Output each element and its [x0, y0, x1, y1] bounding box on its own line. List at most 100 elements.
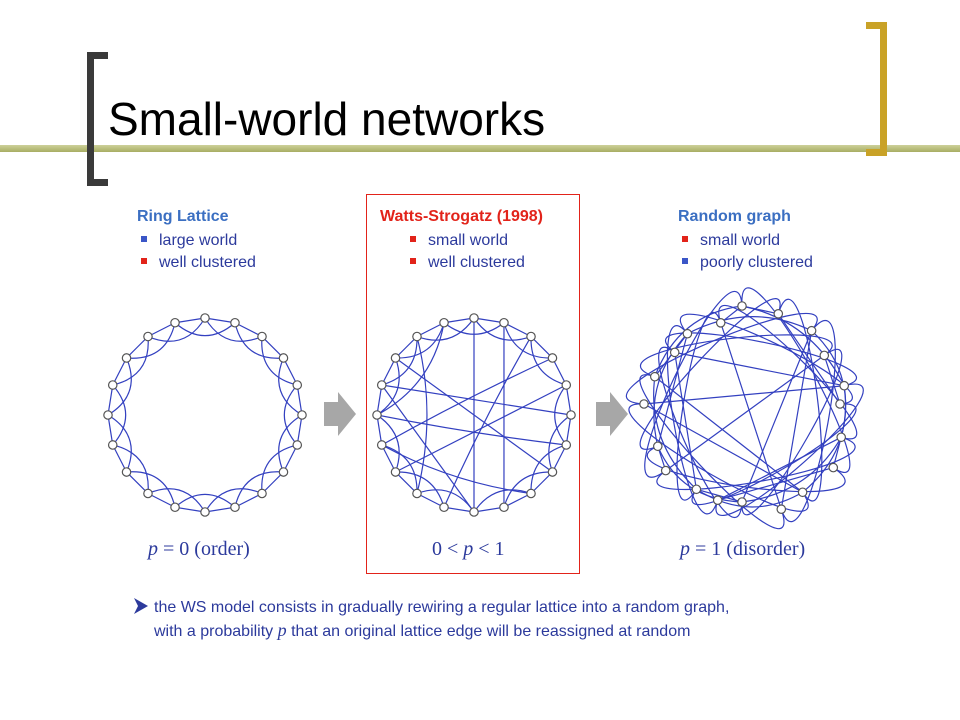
graph-node	[200, 313, 210, 323]
graph-edge	[665, 354, 825, 472]
graph-node	[499, 502, 509, 513]
graph-edge	[147, 317, 206, 342]
graph-edge	[823, 355, 841, 405]
graph-node	[278, 353, 289, 363]
graph-node	[669, 347, 680, 358]
right-bracket	[866, 22, 887, 156]
graph-node	[836, 432, 847, 443]
graph-node	[526, 488, 536, 499]
graph-node	[292, 440, 303, 450]
graph-node	[712, 495, 723, 506]
graph-edge	[679, 313, 853, 405]
graph-node	[230, 502, 240, 513]
panel-title: Random graph	[678, 208, 791, 225]
graph-edge	[715, 383, 864, 516]
graph-edge	[473, 317, 532, 341]
graph-node	[412, 331, 422, 342]
graph-edge	[654, 376, 803, 493]
graph-node	[652, 441, 663, 452]
graph-edge	[644, 290, 743, 478]
graph-edge	[625, 313, 818, 405]
caption-small-world: 0 < p < 1	[432, 538, 505, 560]
graph-node	[376, 380, 387, 390]
panel-item: large world	[141, 230, 256, 252]
highlight-frame	[366, 194, 580, 574]
transition-arrow-icon	[324, 392, 356, 436]
graph-node	[469, 507, 479, 517]
graph-edge	[174, 493, 236, 508]
graph-node	[103, 410, 113, 420]
graph-edge	[395, 384, 567, 473]
graph-edge	[381, 444, 418, 494]
graph-edge	[657, 446, 743, 503]
graph-edge	[741, 305, 845, 386]
graph-node	[526, 331, 536, 342]
panel-title: Watts-Strogatz (1998)	[380, 208, 543, 225]
description-line: with a probability p that an original la…	[154, 620, 691, 640]
graph-edge	[381, 384, 572, 416]
graph-node	[776, 504, 787, 515]
graph-edge	[691, 403, 857, 506]
graph-edge	[112, 444, 149, 494]
graph-node	[835, 399, 845, 409]
graph-edge	[395, 471, 445, 508]
graph-node	[566, 410, 576, 420]
graph-edge	[278, 357, 303, 416]
graph-edge	[780, 320, 836, 522]
graph-edge	[204, 488, 263, 513]
graph-node	[121, 467, 132, 477]
graph-edge	[643, 403, 803, 493]
graph-edge	[376, 414, 400, 473]
graph-edge	[174, 322, 236, 337]
graph-edge	[112, 336, 149, 386]
graph-edge	[717, 467, 834, 501]
graph-node	[170, 502, 180, 513]
graph-edge	[376, 414, 567, 446]
graph-edge	[261, 444, 298, 494]
graph-edge	[658, 346, 743, 519]
graph-edge	[802, 385, 847, 493]
graph-edge	[126, 471, 176, 508]
graph-node	[773, 308, 784, 319]
graph-node	[170, 317, 180, 328]
graph-edge	[639, 298, 781, 450]
graph-edge	[381, 444, 532, 495]
graph-node	[660, 465, 671, 476]
graph-node	[561, 380, 572, 390]
graph-edge	[381, 357, 553, 446]
graph-edge	[278, 414, 303, 473]
graph-node	[649, 371, 660, 382]
graph-edge	[443, 336, 532, 508]
graph-node	[292, 380, 303, 390]
graph-node	[828, 462, 839, 473]
graph-node	[143, 488, 153, 499]
title-rule	[0, 145, 960, 152]
graph-edge	[656, 436, 856, 491]
graph-node	[107, 440, 118, 450]
graph-node	[297, 410, 307, 420]
graph-edge	[503, 471, 553, 508]
graph-node	[200, 507, 210, 517]
square-bullet-icon	[141, 257, 147, 264]
graph-edge	[107, 414, 132, 473]
graph-edge	[643, 385, 845, 405]
panel-watts-strogatz-header: Watts-Strogatz (1998) small world well c…	[380, 208, 543, 274]
graph-node	[412, 488, 422, 499]
graph-edge	[554, 384, 567, 446]
graph-node	[819, 350, 830, 361]
square-bullet-icon	[410, 235, 416, 242]
panel-random-graph-header: Random graph small world poorly clustere…	[678, 208, 813, 274]
graph-edge	[666, 325, 719, 515]
caption-order: p = 0 (order)	[148, 538, 250, 560]
watts-strogatz-graph	[372, 313, 576, 517]
panel-item: small world	[682, 230, 813, 252]
graph-edge	[654, 305, 743, 377]
graph-node	[839, 380, 850, 391]
graph-node	[107, 380, 118, 390]
graph-node	[737, 301, 747, 311]
graph-edge	[653, 333, 688, 447]
graph-edge	[234, 322, 284, 359]
graph-edge	[628, 403, 809, 512]
graph-edge	[234, 471, 284, 508]
graph-node	[439, 502, 449, 513]
